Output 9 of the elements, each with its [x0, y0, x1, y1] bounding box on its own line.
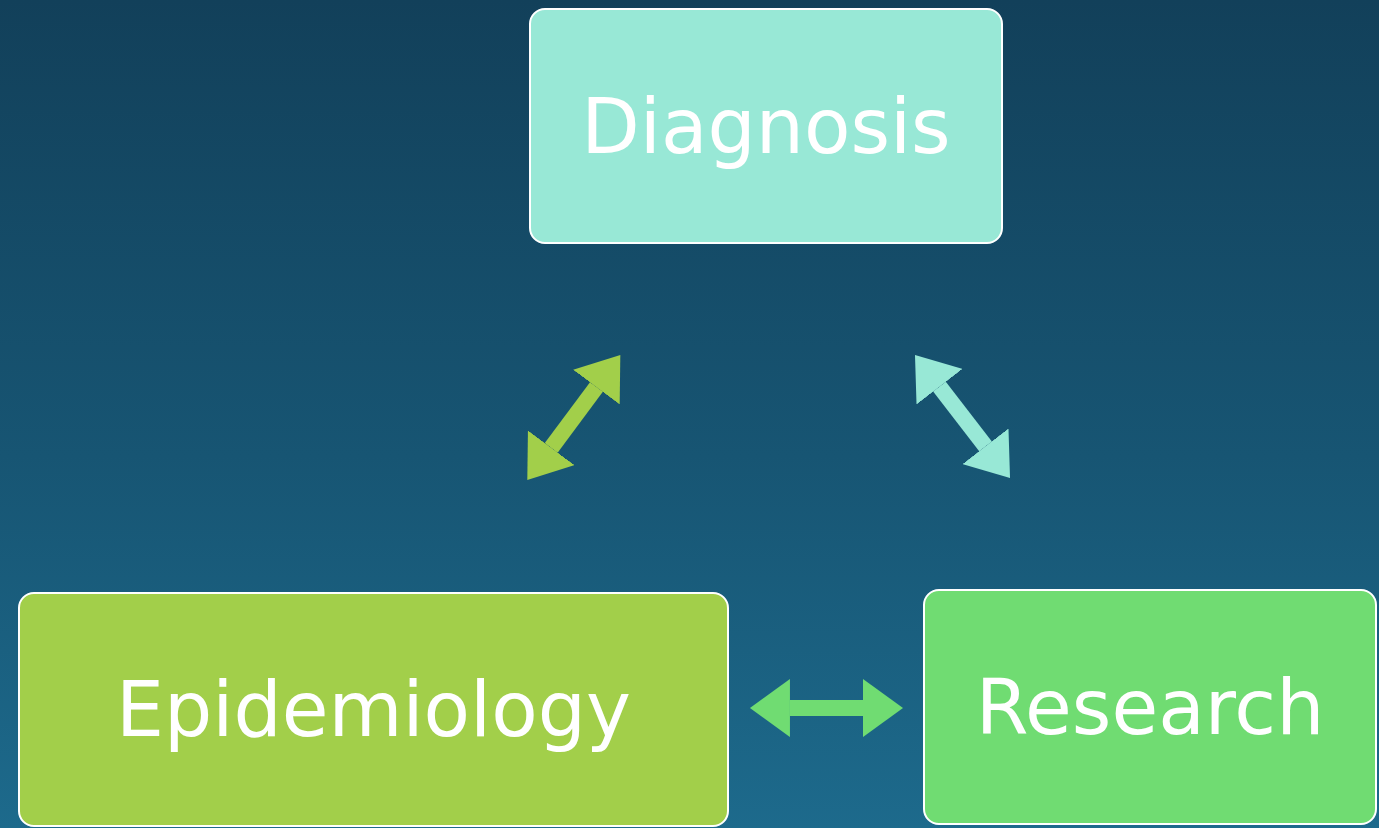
- double-arrow: [749, 679, 903, 738]
- rounded-box: [529, 8, 1003, 244]
- rounded-box: [923, 589, 1377, 825]
- box-label: Research: [975, 662, 1325, 752]
- box-label: Diagnosis: [581, 81, 951, 171]
- rounded-box: [18, 592, 729, 827]
- box-label: Epidemiology: [116, 665, 631, 754]
- double-arrow: [915, 355, 1010, 478]
- double-arrow: [527, 355, 621, 480]
